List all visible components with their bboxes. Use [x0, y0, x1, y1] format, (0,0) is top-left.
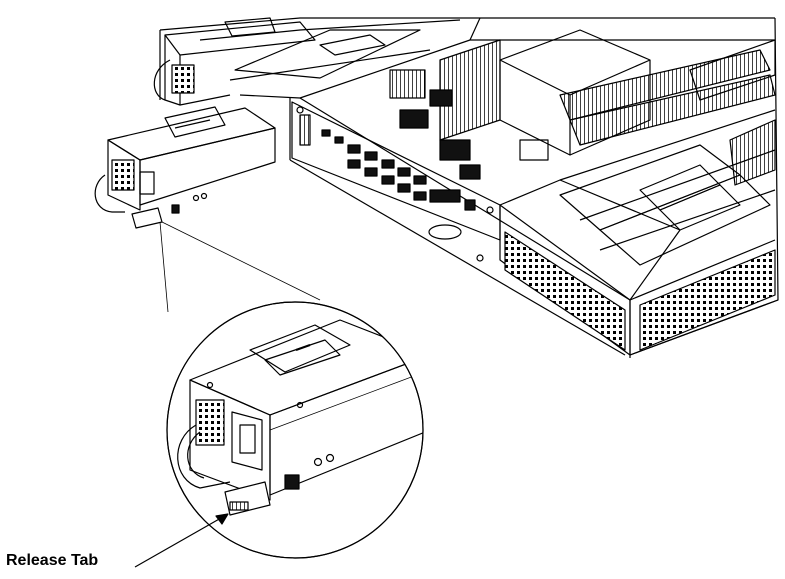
- release-tab-detail[interactable]: [224, 481, 271, 516]
- second-power-supply: [153, 17, 316, 106]
- io-ports: [321, 129, 476, 211]
- memory-modules: [439, 39, 776, 146]
- rear-io-panel: [291, 101, 501, 262]
- zoom-connector-lines: [159, 221, 321, 313]
- zoom-detail-circle: [166, 301, 424, 559]
- power-supply-module: [94, 106, 276, 229]
- expansion-card-area: [499, 109, 779, 356]
- motherboard-components: [389, 29, 776, 231]
- release-tab-small[interactable]: [131, 207, 163, 229]
- release-tab-label: Release Tab: [6, 552, 99, 569]
- air-duct-cover: [234, 29, 421, 79]
- release-tab-callout-arrow: [134, 513, 229, 568]
